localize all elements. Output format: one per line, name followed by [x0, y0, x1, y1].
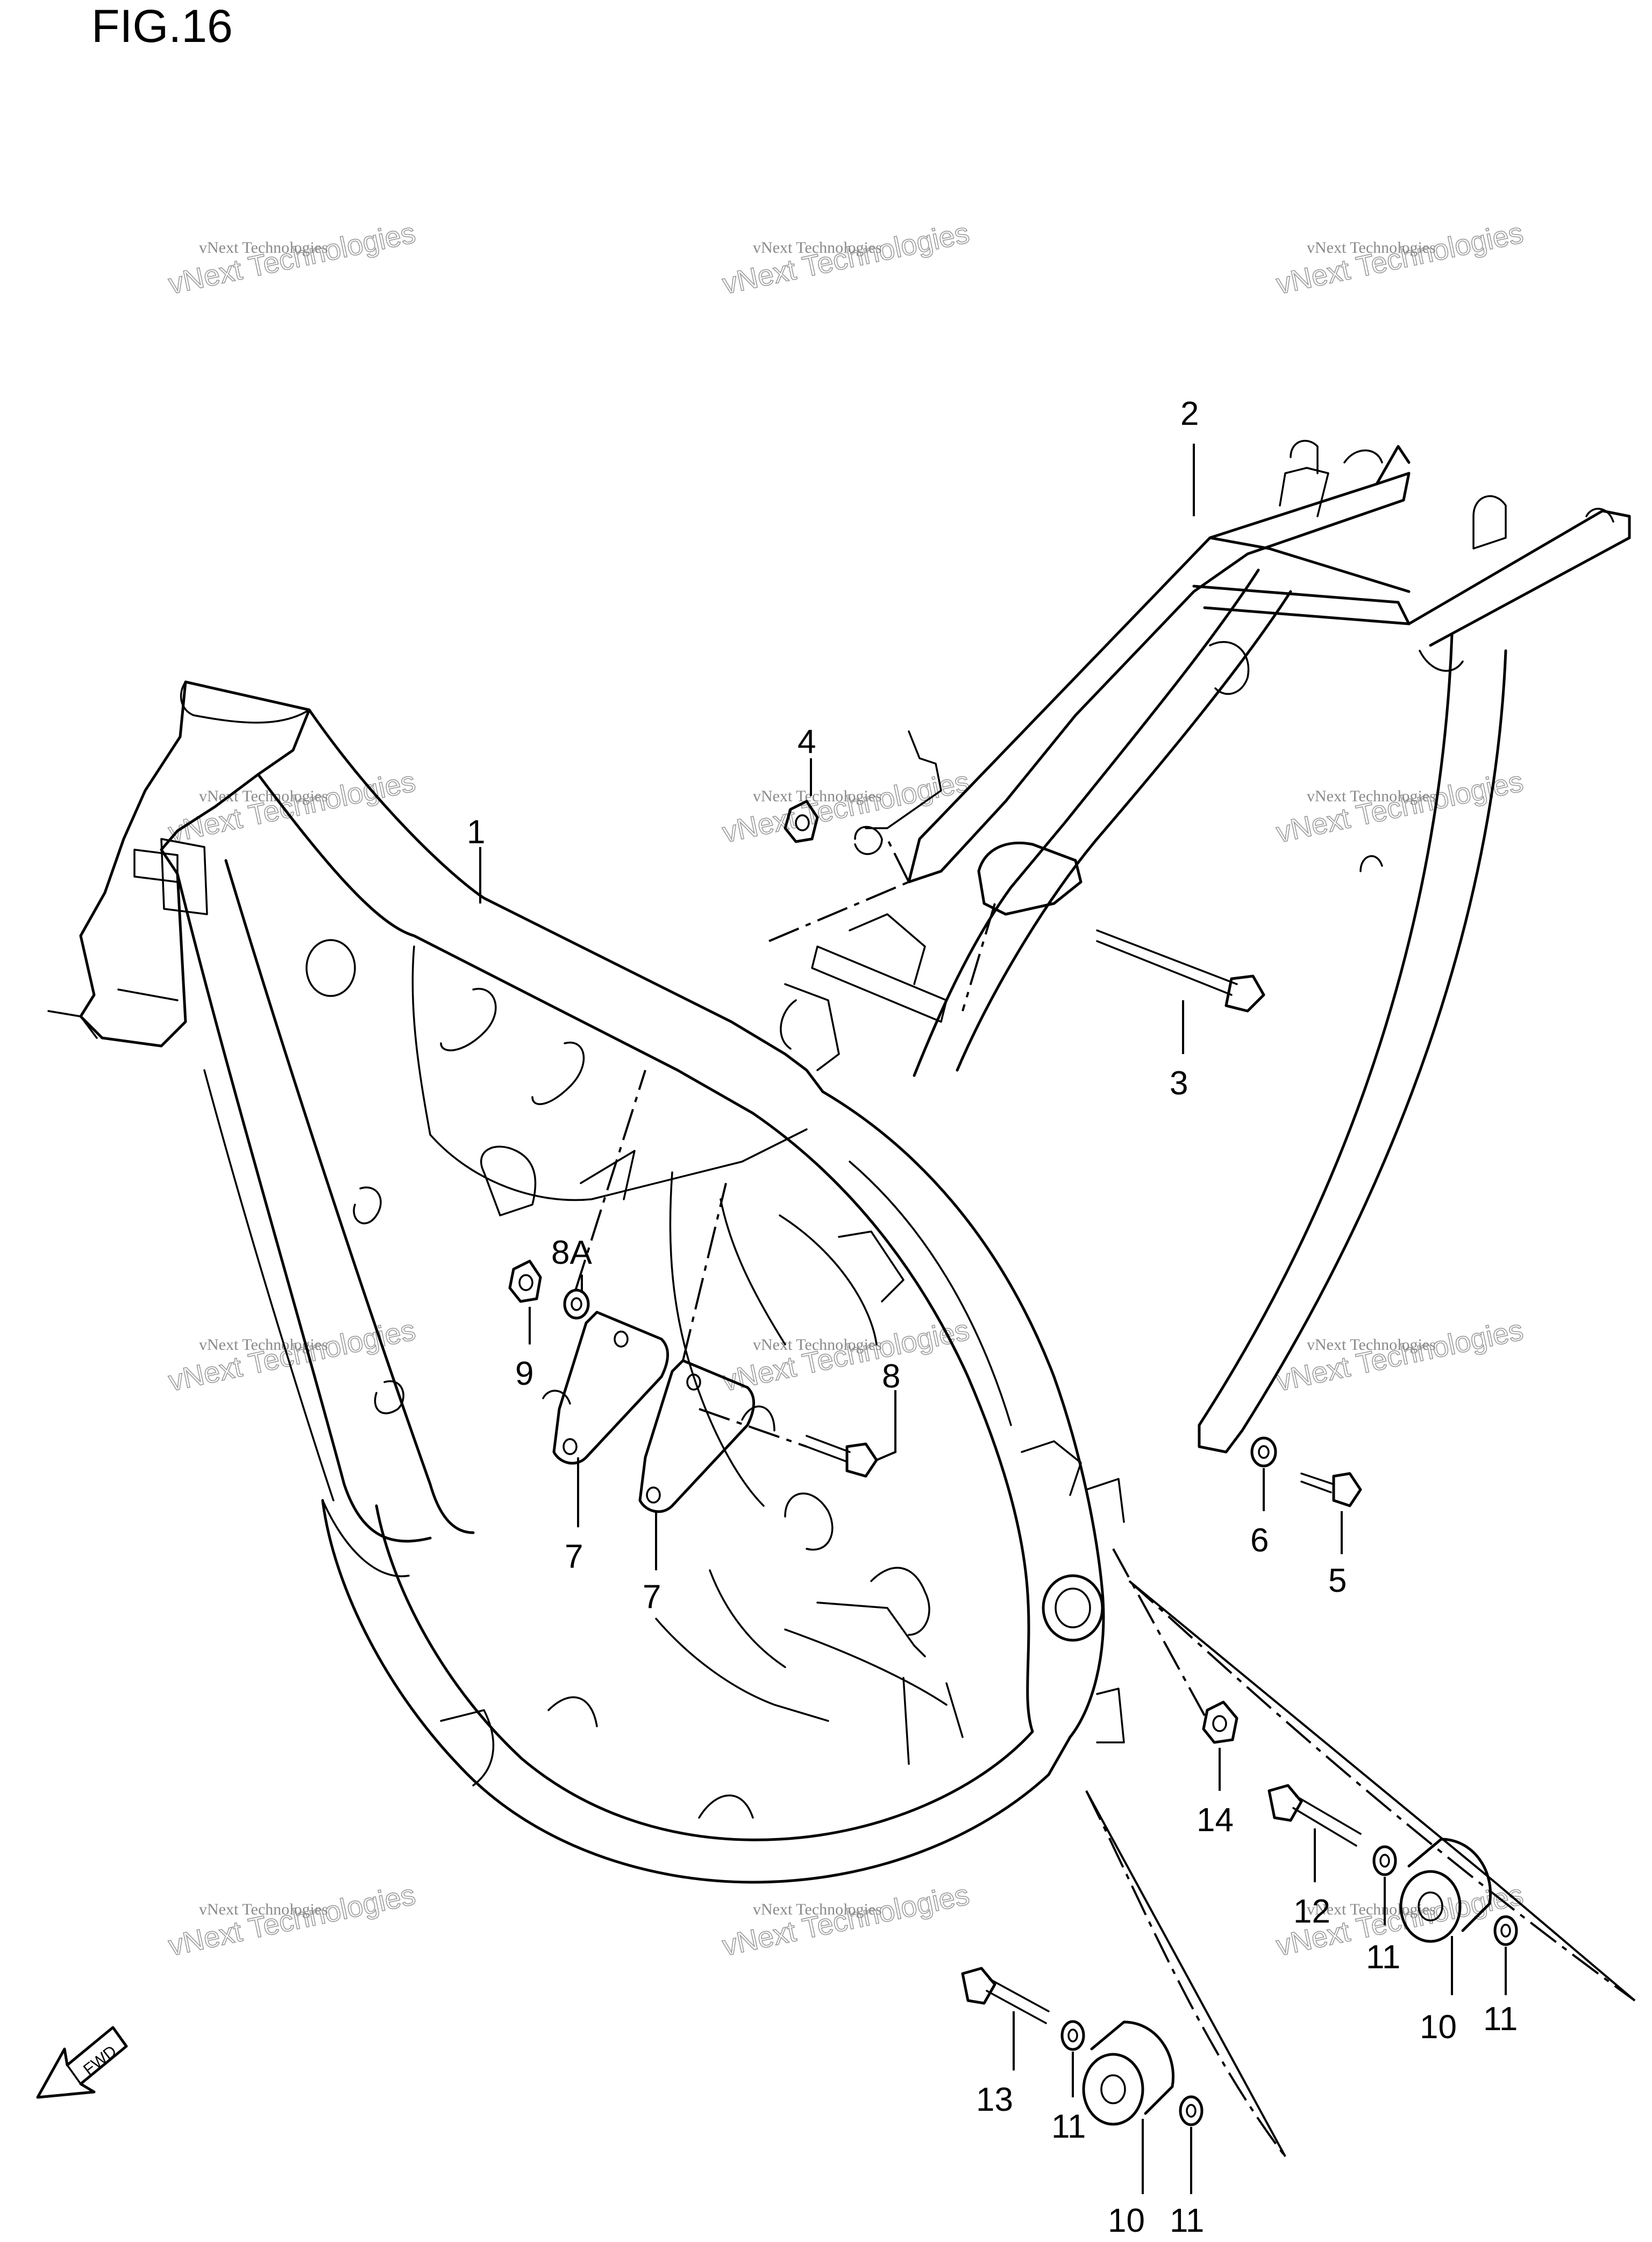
callout-10-b: 10 [1108, 2202, 1145, 2239]
bushing-part-10-upper [1399, 1838, 1492, 1943]
callout-8: 8 [882, 1358, 900, 1395]
watermark-line-1: vNext Technologies [1307, 1336, 1436, 1354]
watermark-line-1: vNext Technologies [199, 787, 328, 805]
watermark-line-1: vNext Technologies [753, 1336, 882, 1354]
callout-10-a: 10 [1420, 2009, 1457, 2046]
watermark-line-2: vNext Technologies [720, 765, 972, 849]
watermark-line-2: vNext Technologies [166, 765, 418, 849]
callout-11-b: 11 [1483, 2001, 1518, 2038]
watermark-line-1: vNext Technologies [1307, 1901, 1436, 1918]
nut-part-9 [508, 1259, 542, 1303]
frame-hole [305, 939, 356, 997]
callout-4: 4 [797, 723, 816, 760]
bushing-part-10-lower [1082, 2020, 1174, 2126]
down-tube [176, 872, 432, 1543]
washer-part-11-a [1372, 1845, 1397, 1876]
watermark-line-2: vNext Technologies [720, 1314, 972, 1398]
callout-6: 6 [1250, 1522, 1269, 1559]
watermark-line-1: vNext Technologies [753, 239, 882, 257]
washer-part-11-c [1060, 2020, 1085, 2051]
callout-11-d: 11 [1170, 2202, 1204, 2239]
watermark-line-2: vNext Technologies [166, 217, 418, 301]
callout-11-c: 11 [1051, 2108, 1086, 2145]
callout-7-a: 7 [565, 1538, 583, 1575]
watermark-line-1: vNext Technologies [753, 1901, 882, 1918]
nut-part-14 [1202, 1700, 1238, 1744]
callout-3: 3 [1170, 1065, 1188, 1102]
steering-head-tube [79, 680, 311, 1048]
engine-plate-left [552, 1311, 670, 1465]
watermark-line-2: vNext Technologies [166, 1878, 418, 1962]
fwd-arrow-icon: FWD [36, 2026, 128, 2099]
bolt-part-5 [1300, 1472, 1362, 1507]
callout-labels: 1 2 3 4 5 6 7 7 8 8A 9 10 10 11 11 11 11… [467, 395, 1518, 2239]
watermark-line-2: vNext Technologies [166, 1314, 418, 1398]
callout-leaders [479, 444, 1507, 2194]
watermark-line-2: vNext Technologies [1273, 217, 1526, 301]
callout-1: 1 [467, 814, 485, 851]
main-frame [47, 680, 1125, 1884]
washer-part-8a [563, 1289, 590, 1320]
callout-8a: 8A [551, 1234, 592, 1271]
watermark-line-2: vNext Technologies [720, 1878, 972, 1962]
callout-12: 12 [1293, 1893, 1330, 1930]
seat-rail [854, 440, 1631, 1454]
callout-14: 14 [1197, 1802, 1234, 1839]
washer-part-6 [1250, 1436, 1277, 1468]
callout-13: 13 [976, 2081, 1013, 2118]
watermark-line-1: vNext Technologies [199, 1901, 328, 1918]
callout-11-a: 11 [1366, 1939, 1400, 1976]
watermark-line-1: vNext Technologies [753, 787, 882, 805]
engine-plate-right [638, 1359, 756, 1513]
watermark-line-1: vNext Technologies [1307, 239, 1436, 257]
top-tube [308, 708, 824, 1093]
watermark-line-1: vNext Technologies [1307, 787, 1436, 805]
callout-5: 5 [1328, 1562, 1347, 1599]
callout-9: 9 [515, 1355, 533, 1392]
watermark-line-1: vNext Technologies [199, 239, 328, 257]
lower-cradle [321, 1499, 1072, 1884]
bolt-part-12 [1268, 1784, 1362, 1847]
watermark-line-2: vNext Technologies [720, 217, 972, 301]
watermark-line-2: vNext Technologies [1273, 765, 1526, 849]
figure-title: FIG.16 [91, 1, 233, 52]
bolt-part-8 [806, 1435, 878, 1478]
assembly-lines [574, 838, 1636, 2158]
bolt-part-13 [961, 1967, 1050, 2024]
rear-loop [821, 1090, 1105, 1739]
callout-7-b: 7 [643, 1578, 661, 1615]
washer-part-11-d [1179, 2095, 1204, 2126]
fwd-label: FWD [80, 2042, 120, 2079]
swingarm-pivot [1042, 1574, 1104, 1642]
nut-part-4 [784, 800, 819, 843]
washer-part-11-b [1493, 1915, 1518, 1946]
callout-2: 2 [1180, 395, 1199, 432]
bolt-part-3 [1096, 929, 1265, 1013]
watermark-line-2: vNext Technologies [1273, 1314, 1526, 1398]
